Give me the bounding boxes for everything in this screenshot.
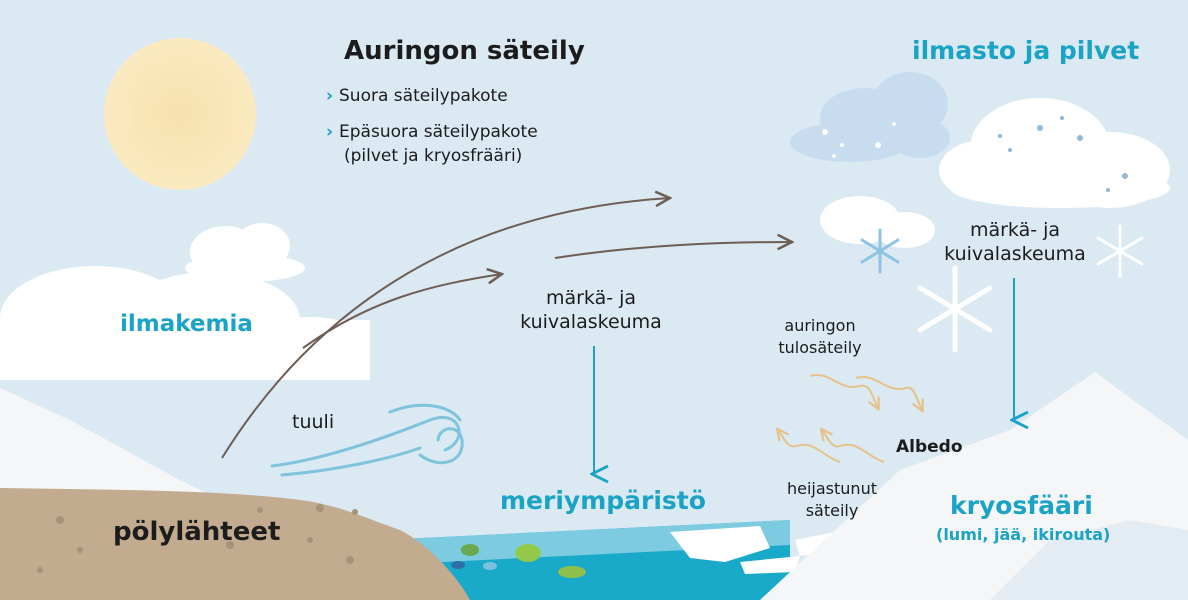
reflected-radiation-label: heijastunut säteily [787, 479, 877, 520]
transport-arrow-1 [221, 198, 670, 459]
snowflake-icon [860, 228, 900, 274]
cloud-blue [790, 72, 950, 162]
snowflake-small-icon [1096, 224, 1144, 278]
mountain-left [0, 388, 260, 520]
bullet-indirect-label: Epäsuora säteilypakote [339, 122, 538, 142]
chevron-right-icon: › [326, 122, 334, 142]
cloud-right [939, 98, 1170, 208]
reflected-radiation-waves [778, 430, 885, 463]
chevron-right-icon: › [326, 86, 334, 106]
incoming-radiation-waves [809, 373, 922, 410]
sun-icon [104, 38, 256, 190]
cryosphere-sublabel: (lumi, jää, ikirouta) [936, 525, 1111, 544]
bullet-indirect-forcing: ›Epäsuora säteilypakote [326, 120, 538, 144]
snowflake-large-icon [917, 265, 993, 353]
cloud-small-left [185, 223, 305, 282]
transport-arrow-2 [302, 274, 502, 349]
dust-ground [0, 488, 470, 600]
plankton [451, 544, 586, 578]
albedo-label: Albedo [896, 437, 963, 457]
bullet-indirect-sublabel: (pilvet ja kryosfrääri) [344, 146, 523, 166]
wind-icon [270, 403, 464, 477]
dust-sources-label: pölylähteet [113, 517, 281, 547]
atmospheric-chemistry-label: ilmakemia [120, 311, 253, 337]
deposition-label-mid: märkä- ja kuivalaskeuma [520, 287, 662, 333]
climate-clouds-label: ilmasto ja pilvet [912, 36, 1140, 65]
cryosphere-label: kryosfääri [950, 491, 1093, 520]
diagram-title: Auringon säteily [344, 36, 585, 66]
ice-crystals [822, 122, 896, 158]
transport-arrow-3 [554, 242, 792, 259]
cloud-left [0, 266, 370, 380]
mountain-right-shadow [990, 520, 1188, 600]
incoming-radiation-label: auringon tulosäteily [778, 316, 862, 357]
ice-crystals-blue [998, 116, 1128, 192]
bullet-direct-label: Suora säteilypakote [339, 86, 508, 106]
bullet-direct-forcing: ›Suora säteilypakote [326, 84, 508, 108]
deposition-label-right: märkä- ja kuivalaskeuma [944, 219, 1086, 265]
marine-environment-label: meriympäristö [500, 486, 706, 515]
dust-grains [37, 504, 358, 573]
wind-label: tuuli [292, 411, 335, 433]
